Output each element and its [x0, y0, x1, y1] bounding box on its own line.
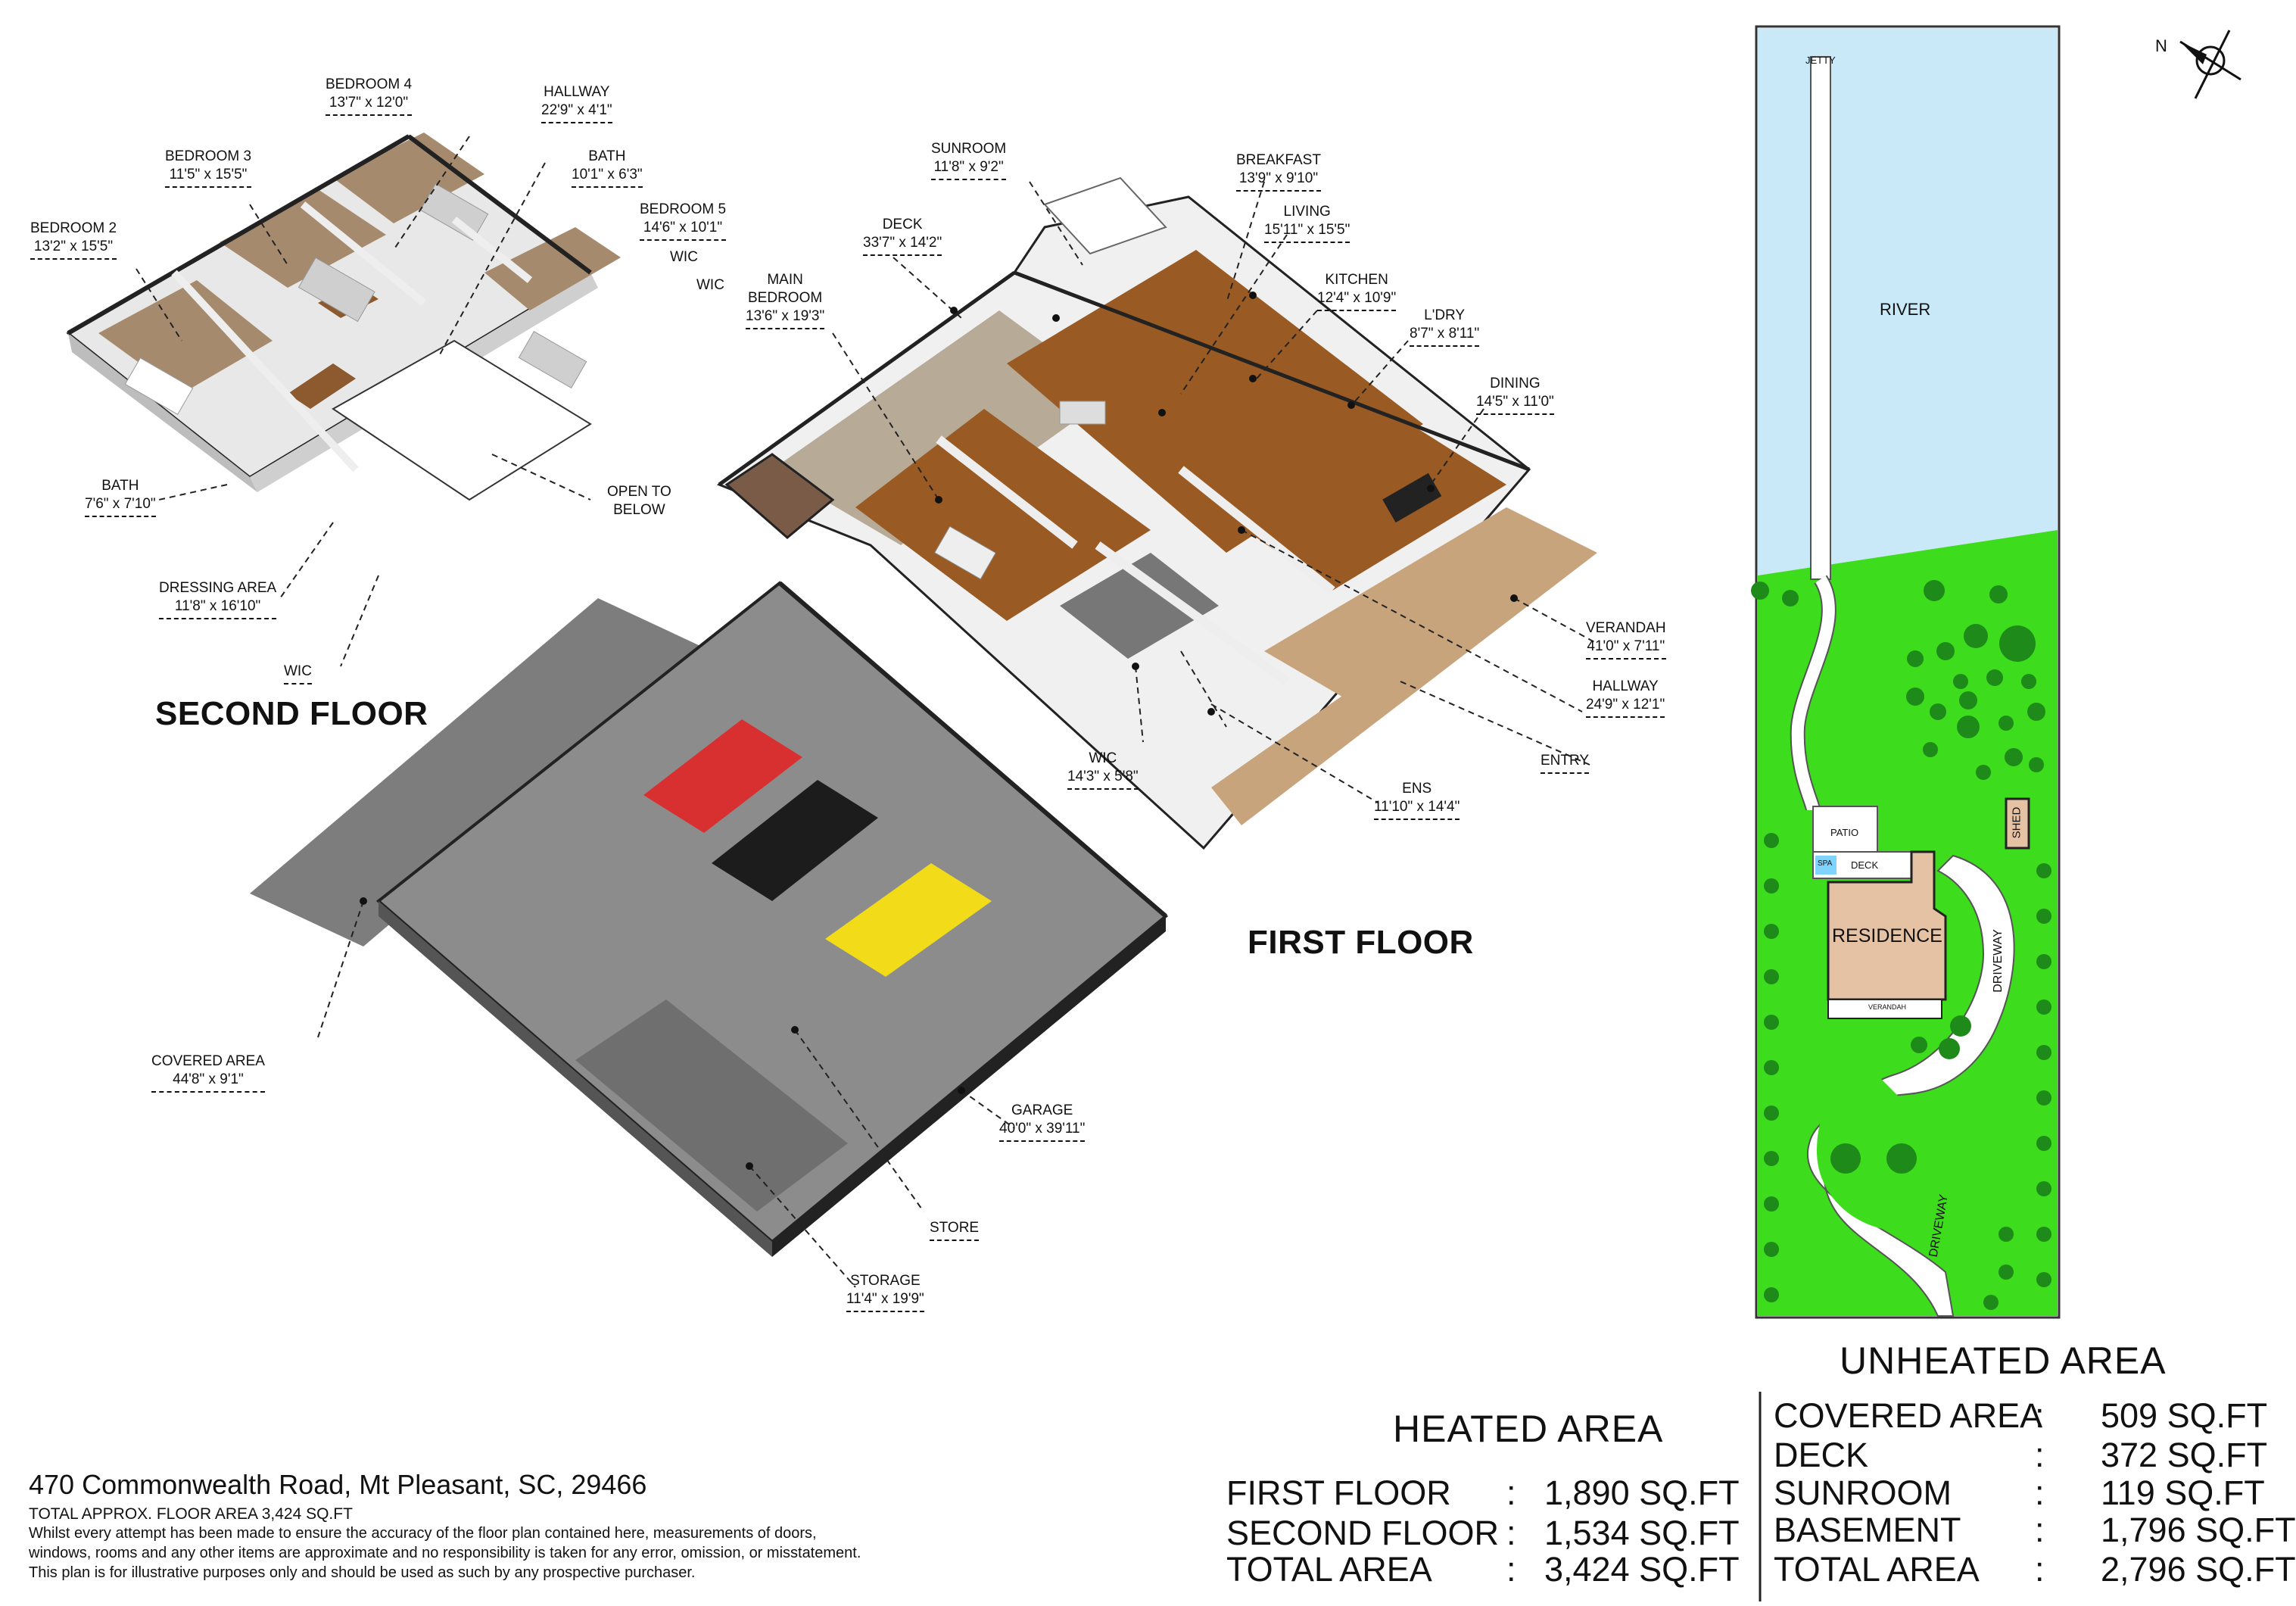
disclaimer-line-3: This plan is for illustrative purposes o… [29, 1564, 696, 1581]
total-floor-area: TOTAL APPROX. FLOOR AREA 3,424 SQ.FT [29, 1505, 353, 1523]
site-deck-label: DECK [1851, 859, 1879, 871]
site-residence-label: RESIDENCE [1832, 925, 1942, 946]
first-floor-plan [716, 176, 1598, 850]
site-river-label: RIVER [1880, 300, 1931, 319]
north-arrow-icon: N [2155, 36, 2167, 55]
label-wic-c: WIC [284, 663, 312, 684]
basement-plan [250, 581, 1169, 1288]
site-spa-label: SPA [1818, 859, 1833, 868]
label-wic-b: WIC [696, 277, 724, 293]
site-verandah-label: VERANDAH [1868, 1003, 1907, 1011]
site-plan [1751, 25, 2241, 1319]
heated-area-title: HEATED AREA [1393, 1408, 1664, 1450]
first-floor-title: FIRST FLOOR [1248, 924, 1474, 961]
label-store: STORE [930, 1219, 980, 1241]
site-driveway-label-upper: DRIVEWAY [1991, 929, 2005, 993]
label-wic-a: WIC [670, 249, 698, 265]
disclaimer-line-2: windows, rooms and any other items are a… [29, 1545, 861, 1561]
second-floor-title: SECOND FLOOR [155, 695, 428, 732]
property-address: 470 Commonwealth Road, Mt Pleasant, SC, … [29, 1469, 647, 1500]
site-jetty-label: JETTY [1805, 55, 1836, 66]
site-patio-label: PATIO [1830, 827, 1859, 838]
label-entry: ENTRY [1541, 752, 1590, 774]
disclaimer-line-1: Whilst every attempt has been made to en… [29, 1525, 817, 1542]
site-shed-label: SHED [2010, 806, 2023, 839]
second-floor-plan [66, 133, 621, 667]
unheated-area-title: UNHEATED AREA [1840, 1339, 2167, 1382]
